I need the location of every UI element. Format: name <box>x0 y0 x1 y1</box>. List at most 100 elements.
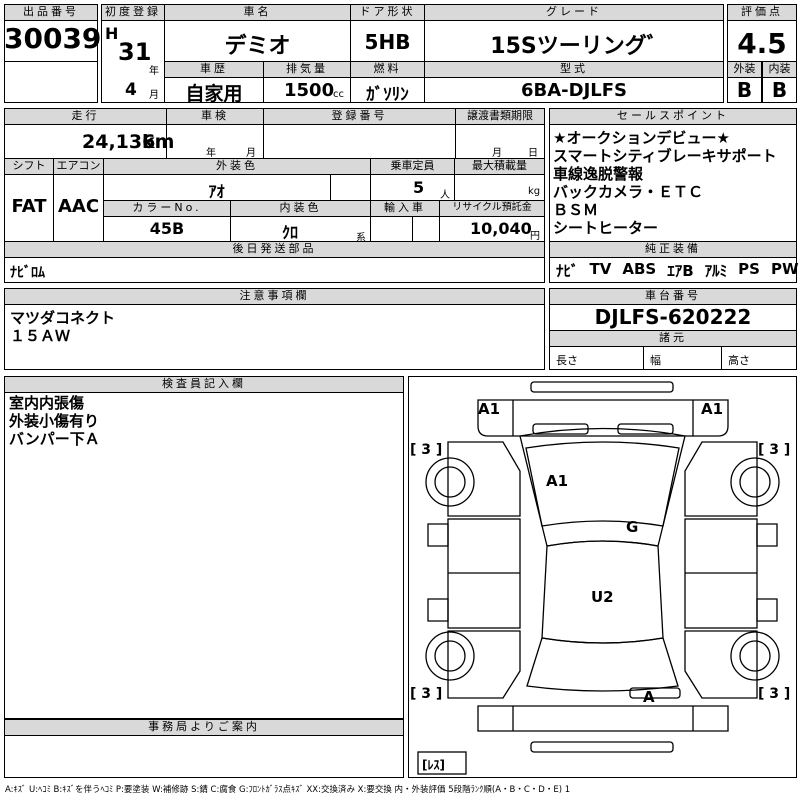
aircon-value: AAC <box>57 196 100 217</box>
legend: A:ｷｽﾞ U:ﾍｺﾐ B:ｷｽﾞを伴うﾍｺﾐ P:要塗装 W:補修跡 S:錆 … <box>5 785 571 795</box>
width-label: 幅 <box>650 354 661 367</box>
height-label: 高さ <box>728 354 750 367</box>
equipment-item: TV <box>589 260 612 278</box>
equipment-item: PS <box>738 260 760 278</box>
ext-color-divider <box>330 174 371 201</box>
capacity-label: 乗車定員 <box>370 158 455 175</box>
windshield <box>525 441 680 527</box>
office-box <box>4 735 404 778</box>
reg-no-box <box>263 124 456 159</box>
damage-mark: U2 <box>591 588 614 606</box>
tire-mark: [ 3 ] <box>410 686 442 702</box>
month-value: 4 <box>125 80 137 100</box>
displacement-label: 排気量 <box>263 61 351 78</box>
int-color-label: 内装色 <box>230 200 371 217</box>
inspector-line: 外装小傷有り <box>9 412 100 430</box>
model-label: 型式 <box>424 61 724 78</box>
equipment-label: 純正装備 <box>549 241 797 258</box>
score-label: 評価点 <box>727 4 797 21</box>
notes-text: マツダコネクト １５ＡＷ <box>10 309 115 345</box>
capacity-value: 5 <box>413 178 425 197</box>
exterior-label: 外装 <box>727 61 762 78</box>
tire-mark: [ 3 ] <box>758 686 790 702</box>
equipment-item: PW <box>770 260 799 278</box>
rear-window <box>526 637 679 692</box>
damage-mark: A1 <box>478 400 500 418</box>
equipment-item: ｴｱB <box>667 262 694 280</box>
equipment-item: ﾅﾋﾞ <box>556 262 579 280</box>
reg-no-label: 登録番号 <box>263 108 456 125</box>
lot-label: 出品番号 <box>4 4 98 21</box>
equipment-box <box>549 257 797 283</box>
front-outline <box>477 399 729 437</box>
dims-label: 諸元 <box>549 330 797 347</box>
wheel-front-left <box>425 457 475 507</box>
chassis-value: DJLFS-620222 <box>594 305 752 329</box>
fuel-label: 燃料 <box>350 61 425 78</box>
shift-value: FAT <box>11 196 47 217</box>
inspection-month-unit: 月 <box>246 148 256 159</box>
car-name-value: デミオ <box>224 34 291 59</box>
model-box <box>424 77 724 103</box>
recycle-label: リサイクル預託金 <box>439 200 545 217</box>
note-line: マツダコネクト <box>10 309 116 327</box>
color-no-label: カラーNo. <box>103 200 231 217</box>
score-value: 4.5 <box>737 27 787 60</box>
inspection-year-unit: 年 <box>206 148 216 159</box>
length-label: 長さ <box>556 354 578 367</box>
load-unit: kg <box>528 186 541 197</box>
note-line: １５ＡＷ <box>10 327 71 345</box>
lot-empty-box <box>4 61 98 103</box>
rear-outline <box>477 705 729 732</box>
sales-point-line: 車線逸脱警報 <box>553 165 644 183</box>
color-no-value: 45B <box>149 219 185 238</box>
mileage-value: 24,136 <box>82 131 156 153</box>
inspector-text: 室内内張傷 外装小傷有り バンパー下Ａ <box>9 394 100 448</box>
office-label: 事務局よりご案内 <box>4 719 404 736</box>
int-color-unit: 系 <box>356 233 366 244</box>
sales-point-line: バックカメラ・ＥＴＣ <box>553 183 704 201</box>
later-parts-value: ﾅﾋﾞﾛﾑ <box>10 265 45 281</box>
history-value: 自家用 <box>185 83 243 105</box>
later-parts-box <box>4 257 545 283</box>
grade-label: グレード <box>424 4 724 21</box>
first-reg-label: 初度登録 <box>101 4 165 21</box>
model-value: 6BA-DJLFS <box>520 80 627 101</box>
sales-point-line: ★オークションデビュー★ <box>553 129 730 147</box>
later-parts-label: 後日発送部品 <box>4 241 545 258</box>
front-bumper-bar <box>530 381 674 393</box>
sales-point-line: ＢＳＭ <box>553 201 599 219</box>
transfer-label: 譲渡書類期限 <box>455 108 545 125</box>
interior-value: B <box>771 78 788 102</box>
inspector-line: バンパー下Ａ <box>9 430 100 448</box>
door-value: 5HB <box>364 30 411 54</box>
rear-bumper-bar <box>530 741 674 753</box>
era-value: H <box>105 24 119 43</box>
dims-cell <box>643 346 722 370</box>
car-diagram-frame <box>408 376 797 778</box>
car-name-label: 車名 <box>164 4 351 21</box>
sales-points-label: セールスポイント <box>549 108 797 125</box>
year-value: 31 <box>118 38 152 66</box>
grade-value: 15Sツーリングﾞ <box>490 34 658 59</box>
ext-color-label: 外装色 <box>103 158 371 175</box>
tire-mark: [ 3 ] <box>758 442 790 458</box>
load-label: 最大積載量 <box>454 158 545 175</box>
exterior-box <box>727 77 762 103</box>
capacity-unit: 人 <box>440 190 450 201</box>
body-outline <box>447 441 521 517</box>
month-unit: 月 <box>149 90 159 101</box>
damage-mark: G <box>626 518 638 536</box>
equipment-item: ｱﾙﾐ <box>704 262 728 280</box>
displacement-value: 1500 <box>284 80 335 101</box>
import-divider <box>412 216 440 242</box>
sales-point-line: シートヒーター <box>553 219 659 237</box>
door-label: ドア形状 <box>350 4 425 21</box>
mileage-label: 走行 <box>4 108 167 125</box>
equipment-list: ﾅﾋﾞ TV ABS ｴｱB ｱﾙﾐ PS PW <box>556 260 799 281</box>
wheel-rear-right <box>730 631 780 681</box>
transfer-month-unit: 月 <box>492 148 502 159</box>
recycle-value: 10,040 <box>470 219 532 238</box>
inspection-label: 車検 <box>166 108 264 125</box>
fuel-value: ｶﾞｿﾘﾝ <box>366 85 409 105</box>
